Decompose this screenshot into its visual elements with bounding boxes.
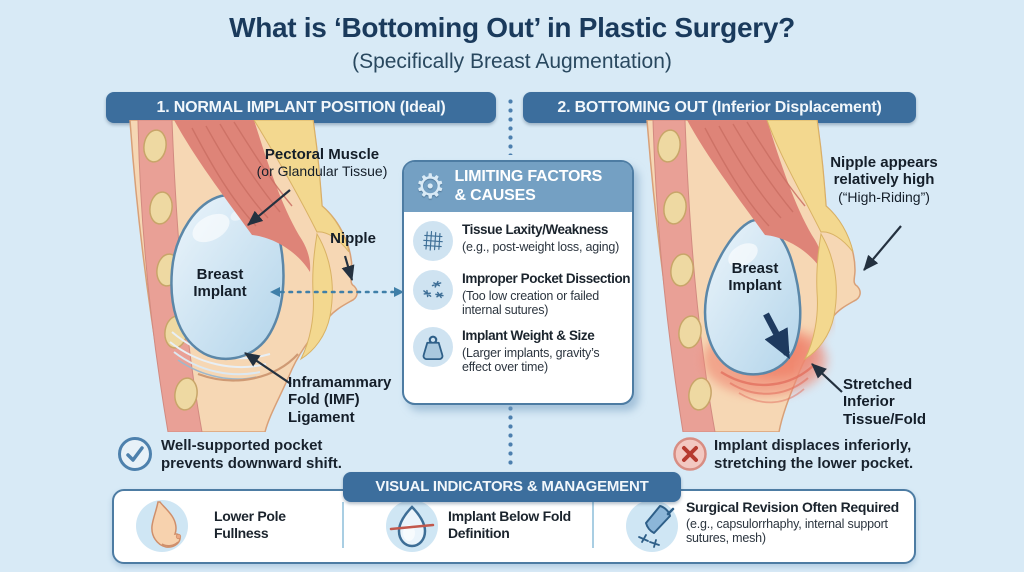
check-icon: [118, 437, 152, 471]
page-title: What is ‘Bottoming Out’ in Plastic Surge…: [229, 12, 795, 43]
breast-profile-icon: [136, 500, 188, 552]
muscle-striations: [704, 121, 806, 227]
imf-label: Inframammary Fold (IMF) Ligament: [288, 374, 392, 426]
cause-item: Tissue Laxity/Weakness (e.g., post-weigh…: [413, 221, 623, 261]
divider-dotted-top: [508, 97, 513, 155]
left-panel-header: 1. NORMAL IMPLANT POSITION (Ideal): [106, 92, 496, 123]
limiting-factors-title: LIMITING FACTORS & CAUSES: [454, 168, 603, 204]
fat-layer: [766, 120, 854, 253]
implant-below-fold-icon: [386, 500, 438, 552]
indicator-surgical-revision: Surgical Revision Often Required (e.g., …: [686, 499, 899, 546]
limiting-factors-box: ⚙ LIMITING FACTORS & CAUSES Tissue Laxit…: [402, 160, 634, 405]
sutures-icon: [413, 270, 453, 310]
cause-item: Improper Pocket Dissection (Too low crea…: [413, 270, 631, 318]
page-subtitle: (Specifically Breast Augmentation): [352, 50, 672, 73]
bottom-divider: [592, 502, 594, 548]
right-implant-label: Breast Implant: [728, 260, 782, 295]
fat-crescent: [803, 232, 837, 361]
pectoral-muscle-label: Pectoral Muscle (or Glandular Tissue): [256, 146, 388, 180]
weight-icon: [413, 326, 453, 367]
stretched-tissue-striations: [720, 365, 814, 404]
indicator-below-fold: Implant Below Fold Definition: [448, 508, 571, 541]
left-implant-label: Breast Implant: [193, 266, 247, 301]
ribs: [657, 129, 712, 411]
mesh-icon: [413, 221, 453, 261]
right-panel-header: 2. BOTTOMING OUT (Inferior Displacement): [523, 92, 916, 123]
indicator-lower-pole: Lower Pole Fullness: [214, 508, 286, 541]
cross-icon: [673, 437, 707, 471]
fat-crescent: [299, 232, 333, 361]
stretched-tissue-label: Stretched Inferior Tissue/Fold: [843, 376, 927, 428]
gear-icon: ⚙: [415, 167, 446, 207]
right-note: Implant displaces inferiorly, stretching…: [714, 437, 914, 473]
cause-item: Implant Weight & Size (Larger implants, …: [413, 326, 623, 375]
left-note: Well-supported pocket prevents downward …: [161, 437, 342, 473]
nipple-label: Nipple: [330, 230, 376, 247]
visual-indicators-header: VISUAL INDICATORS & MANAGEMENT: [343, 472, 681, 502]
bottom-divider: [342, 502, 344, 548]
divider-dotted-bottom: [508, 404, 513, 466]
limiting-factors-header: ⚙ LIMITING FACTORS & CAUSES: [404, 162, 632, 212]
fat-layer: [253, 120, 350, 253]
high-riding-label: Nipple appears relatively high (“High-Ri…: [830, 154, 938, 205]
scalpel-icon: [626, 500, 678, 552]
